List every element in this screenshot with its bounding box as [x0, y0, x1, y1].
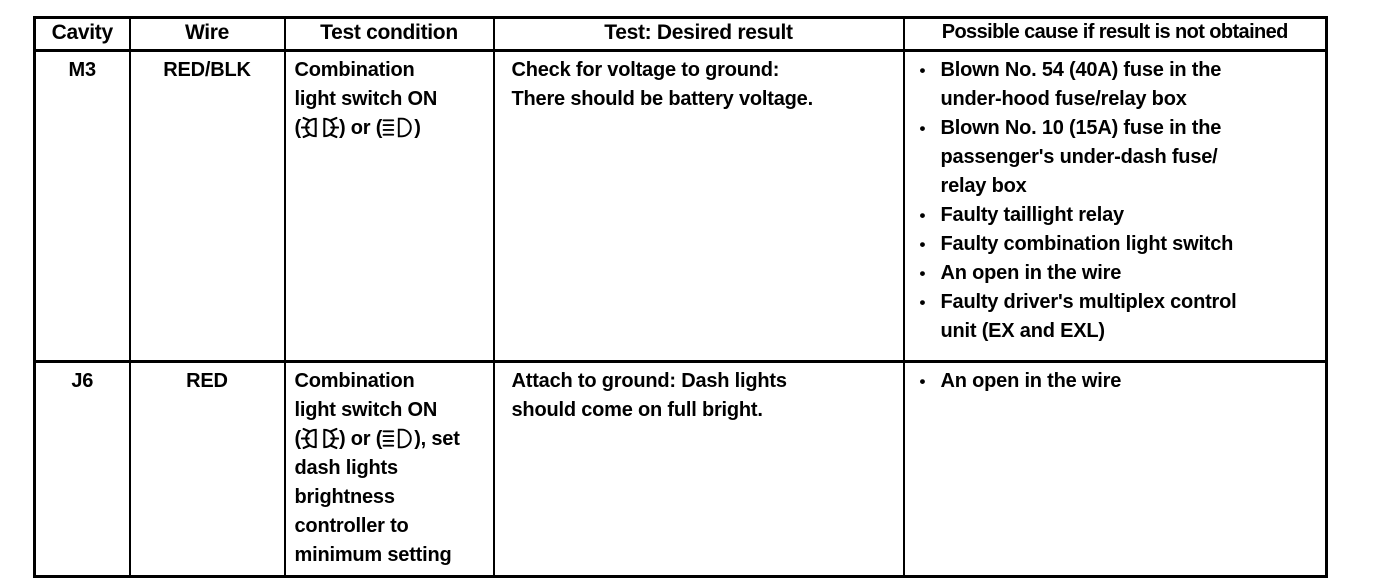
list-item: • Blown No. 10 (15A) fuse in the passenge…: [919, 114, 1308, 201]
list-item: • Faulty taillight relay: [919, 201, 1308, 230]
cavity-value: J6: [71, 370, 94, 392]
cause-text: Faulty combination light switch: [940, 233, 1234, 255]
header-possible-cause: Possible cause if result is not obtained: [902, 16, 1328, 52]
test-condition-text: Combination light switch ON (: [294, 370, 438, 450]
test-condition-cell: Combination light switch ON () or (): [283, 49, 495, 363]
cavity-cell: J6: [33, 360, 131, 578]
desired-result-cell: Attach to ground: Dash lights should com…: [492, 360, 905, 578]
cause-text: An open in the wire: [940, 262, 1122, 284]
test-condition-text: ) or (: [338, 428, 383, 450]
header-cavity: Cavity: [33, 16, 131, 52]
header-test-condition: Test condition: [283, 16, 495, 52]
header-wire: Wire: [128, 16, 286, 52]
parking-lights-icon: [300, 427, 339, 450]
test-condition-cell: Combination light switch ON () or (), se…: [283, 360, 495, 578]
desired-result-cell: Check for voltage to ground: There shoul…: [492, 49, 905, 363]
cause-text: An open in the wire: [940, 370, 1122, 392]
bullet-marker: •: [919, 293, 926, 312]
headlights-icon: [382, 428, 412, 449]
wire-value: RED: [186, 370, 228, 392]
cause-text: Blown No. 54 (40A) fuse in the under-hoo…: [940, 59, 1222, 110]
parking-lights-icon: [300, 116, 339, 139]
test-condition-text: ): [414, 117, 421, 139]
bullet-marker: •: [919, 264, 926, 283]
possible-cause-cell: • Blown No. 54 (40A) fuse in the under-ho…: [902, 49, 1328, 363]
test-condition-text: ) or (: [338, 117, 383, 139]
headlights-icon: [382, 117, 412, 138]
bullet-marker: •: [919, 235, 926, 254]
bullet-marker: •: [919, 372, 926, 391]
cause-list: • An open in the wire: [919, 367, 1308, 396]
possible-cause-cell: • An open in the wire: [902, 360, 1328, 578]
list-item: • An open in the wire: [919, 259, 1308, 288]
bullet-marker: •: [919, 119, 926, 138]
desired-result-text: Attach to ground: Dash lights should com…: [511, 370, 787, 421]
cause-text: Blown No. 10 (15A) fuse in the passenger…: [940, 117, 1222, 197]
list-item: • An open in the wire: [919, 367, 1308, 396]
diagnostic-table: Cavity Wire Test condition Test: Desired…: [33, 16, 1328, 578]
desired-result-text: Check for voltage to ground: There shoul…: [511, 59, 814, 110]
list-item: • Faulty combination light switch: [919, 230, 1308, 259]
wire-cell: RED/BLK: [128, 49, 286, 363]
list-item: • Faulty driver's multiplex control unit …: [919, 288, 1308, 346]
cause-list: • Blown No. 54 (40A) fuse in the under-ho…: [919, 56, 1308, 346]
bullet-marker: •: [919, 206, 926, 225]
header-desired-result: Test: Desired result: [492, 16, 905, 52]
wire-cell: RED: [128, 360, 286, 578]
cavity-cell: M3: [33, 49, 131, 363]
table-row: J6 RED Combination light switch ON () or…: [33, 360, 1328, 578]
cause-text: Faulty driver's multiplex control unit (…: [940, 291, 1237, 342]
test-condition-text: ), set dash lights brightness controller…: [294, 428, 460, 566]
cavity-value: M3: [68, 59, 97, 81]
list-item: • Blown No. 54 (40A) fuse in the under-ho…: [919, 56, 1308, 114]
header-row: Cavity Wire Test condition Test: Desired…: [33, 16, 1328, 52]
table-row: M3 RED/BLK Combination light switch ON (…: [33, 49, 1328, 363]
bullet-marker: •: [919, 61, 926, 80]
test-condition-text: Combination light switch ON (: [294, 59, 438, 139]
wire-value: RED/BLK: [163, 59, 251, 81]
cause-text: Faulty taillight relay: [940, 204, 1125, 226]
